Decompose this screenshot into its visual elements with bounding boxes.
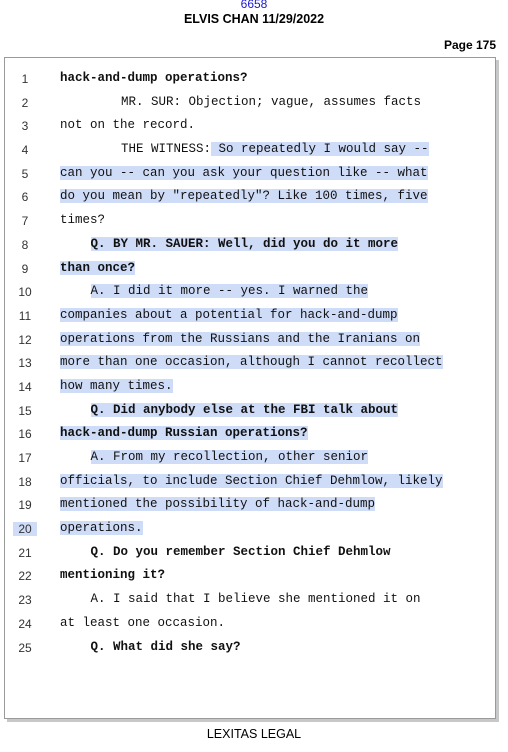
transcript-line: 23 A. I said that I believe she mentioned… (5, 589, 495, 613)
transcript-line: 10 A. I did it more -- yes. I warned the (5, 281, 495, 305)
line-text: Q. What did she say? (90, 639, 241, 654)
line-text: more than one occasion, although I canno… (60, 355, 443, 370)
line-number: 3 (21, 119, 29, 134)
transcript-line: 21 Q. Do you remember Section Chief Dehml… (5, 542, 495, 566)
line-text: Q. Do you remember Section Chief Dehmlow (90, 544, 391, 559)
transcript-line: 6 do you mean by "repeatedly"? Like 100 t… (5, 186, 495, 210)
transcript-line: 22 mentioning it? (5, 565, 495, 589)
transcript-line: 1 hack-and-dump operations? (5, 68, 495, 92)
line-text: mentioning it? (60, 568, 166, 583)
line-number: 10 (18, 285, 32, 300)
deposition-title: ELVIS CHAN 11/29/2022 (183, 12, 325, 26)
line-number: 11 (18, 308, 32, 323)
line-text: do you mean by "repeatedly"? Like 100 ti… (60, 189, 428, 204)
line-text: THE WITNESS: So repeatedly I would say -… (121, 142, 429, 157)
transcript-line: 5 can you -- can you ask your question li… (5, 163, 495, 187)
line-text-plain: THE WITNESS: (121, 142, 212, 157)
transcript-line: 12 operations from the Russians and the I… (5, 329, 495, 353)
line-text: than once? (60, 260, 136, 275)
transcript-line: 2 MR. SUR: Objection; vague, assumes fact… (5, 92, 495, 116)
transcript-line: 3 not on the record. (5, 115, 495, 139)
line-number: 12 (18, 332, 32, 347)
line-text: not on the record. (60, 118, 196, 133)
line-text: times? (60, 213, 106, 228)
line-text: how many times. (60, 378, 173, 393)
transcript-line: 7 times? (5, 210, 495, 234)
line-text: operations. (60, 521, 143, 536)
transcript-line: 20 operations. (5, 518, 495, 542)
line-text-highlight: So repeatedly I would say -- (211, 142, 429, 157)
line-text: operations from the Russians and the Ira… (60, 331, 421, 346)
line-number: 22 (18, 569, 32, 584)
line-number: 2 (21, 95, 29, 110)
footer-company: LEXITAS LEGAL (206, 727, 302, 741)
line-text: Q. BY MR. SAUER: Well, did you do it mor… (90, 236, 399, 251)
line-text: companies about a potential for hack-and… (60, 307, 398, 322)
line-text: officials, to include Section Chief Dehm… (60, 473, 443, 488)
transcript-line: 16 hack-and-dump Russian operations? (5, 423, 495, 447)
line-text: can you -- can you ask your question lik… (60, 165, 428, 180)
line-number: 13 (18, 356, 32, 371)
line-text: hack-and-dump operations? (60, 71, 248, 85)
transcript-line: 15 Q. Did anybody else at the FBI talk ab… (5, 400, 495, 424)
line-number: 20 (13, 522, 37, 537)
transcript-line: 19 mentioned the possibility of hack-and-… (5, 494, 495, 518)
line-number: 9 (21, 261, 29, 276)
line-number: 5 (21, 166, 29, 181)
transcript-line: 9 than once? (5, 258, 495, 282)
line-number: 23 (18, 593, 32, 608)
line-number: 24 (18, 616, 32, 631)
line-text: MR. SUR: Objection; vague, assumes facts (121, 94, 422, 109)
case-number: 6658 (240, 0, 268, 11)
transcript-line: 11 companies about a potential for hack-a… (5, 305, 495, 329)
line-number: 8 (21, 237, 29, 252)
line-number: 16 (18, 427, 32, 442)
line-text: hack-and-dump Russian operations? (60, 426, 308, 441)
transcript-line: 14 how many times. (5, 376, 495, 400)
page-number-label: Page 175 (443, 38, 496, 52)
transcript-page: 1 hack-and-dump operations? 2 MR. SUR: Obje… (4, 57, 496, 719)
transcript-line: 13 more than one occasion, although I can… (5, 352, 495, 376)
transcript-line: 4 THE WITNESS: So repeatedly I would say … (5, 139, 495, 163)
line-number: 18 (18, 474, 32, 489)
line-number: 7 (21, 214, 29, 229)
transcript-line: 8 Q. BY MR. SAUER: Well, did you do it mo… (5, 234, 495, 258)
line-number: 1 (21, 72, 29, 86)
line-text: at least one occasion. (60, 615, 226, 630)
transcript-line: 24 at least one occasion. (5, 613, 495, 637)
line-number: 25 (18, 640, 32, 655)
line-number: 6 (21, 190, 29, 205)
line-text: mentioned the possibility of hack-and-du… (60, 497, 376, 512)
line-number: 21 (18, 545, 32, 560)
transcript-line: 18 officials, to include Section Chief De… (5, 471, 495, 495)
line-text: A. I did it more -- yes. I warned the (90, 284, 369, 299)
line-number: 4 (21, 143, 29, 158)
transcript-line: 17 A. From my recollection, other senior (5, 447, 495, 471)
transcript-line: 25 Q. What did she say? (5, 637, 495, 661)
line-number: 17 (18, 451, 32, 465)
line-number: 14 (18, 379, 32, 394)
line-text: A. From my recollection, other senior (90, 450, 369, 464)
line-text: A. I said that I believe she mentioned i… (90, 592, 421, 607)
line-number: 15 (18, 403, 32, 418)
line-number: 19 (18, 498, 32, 513)
transcript-lines: 1 hack-and-dump operations? 2 MR. SUR: Obje… (5, 68, 495, 660)
line-text: Q. Did anybody else at the FBI talk abou… (90, 402, 399, 417)
